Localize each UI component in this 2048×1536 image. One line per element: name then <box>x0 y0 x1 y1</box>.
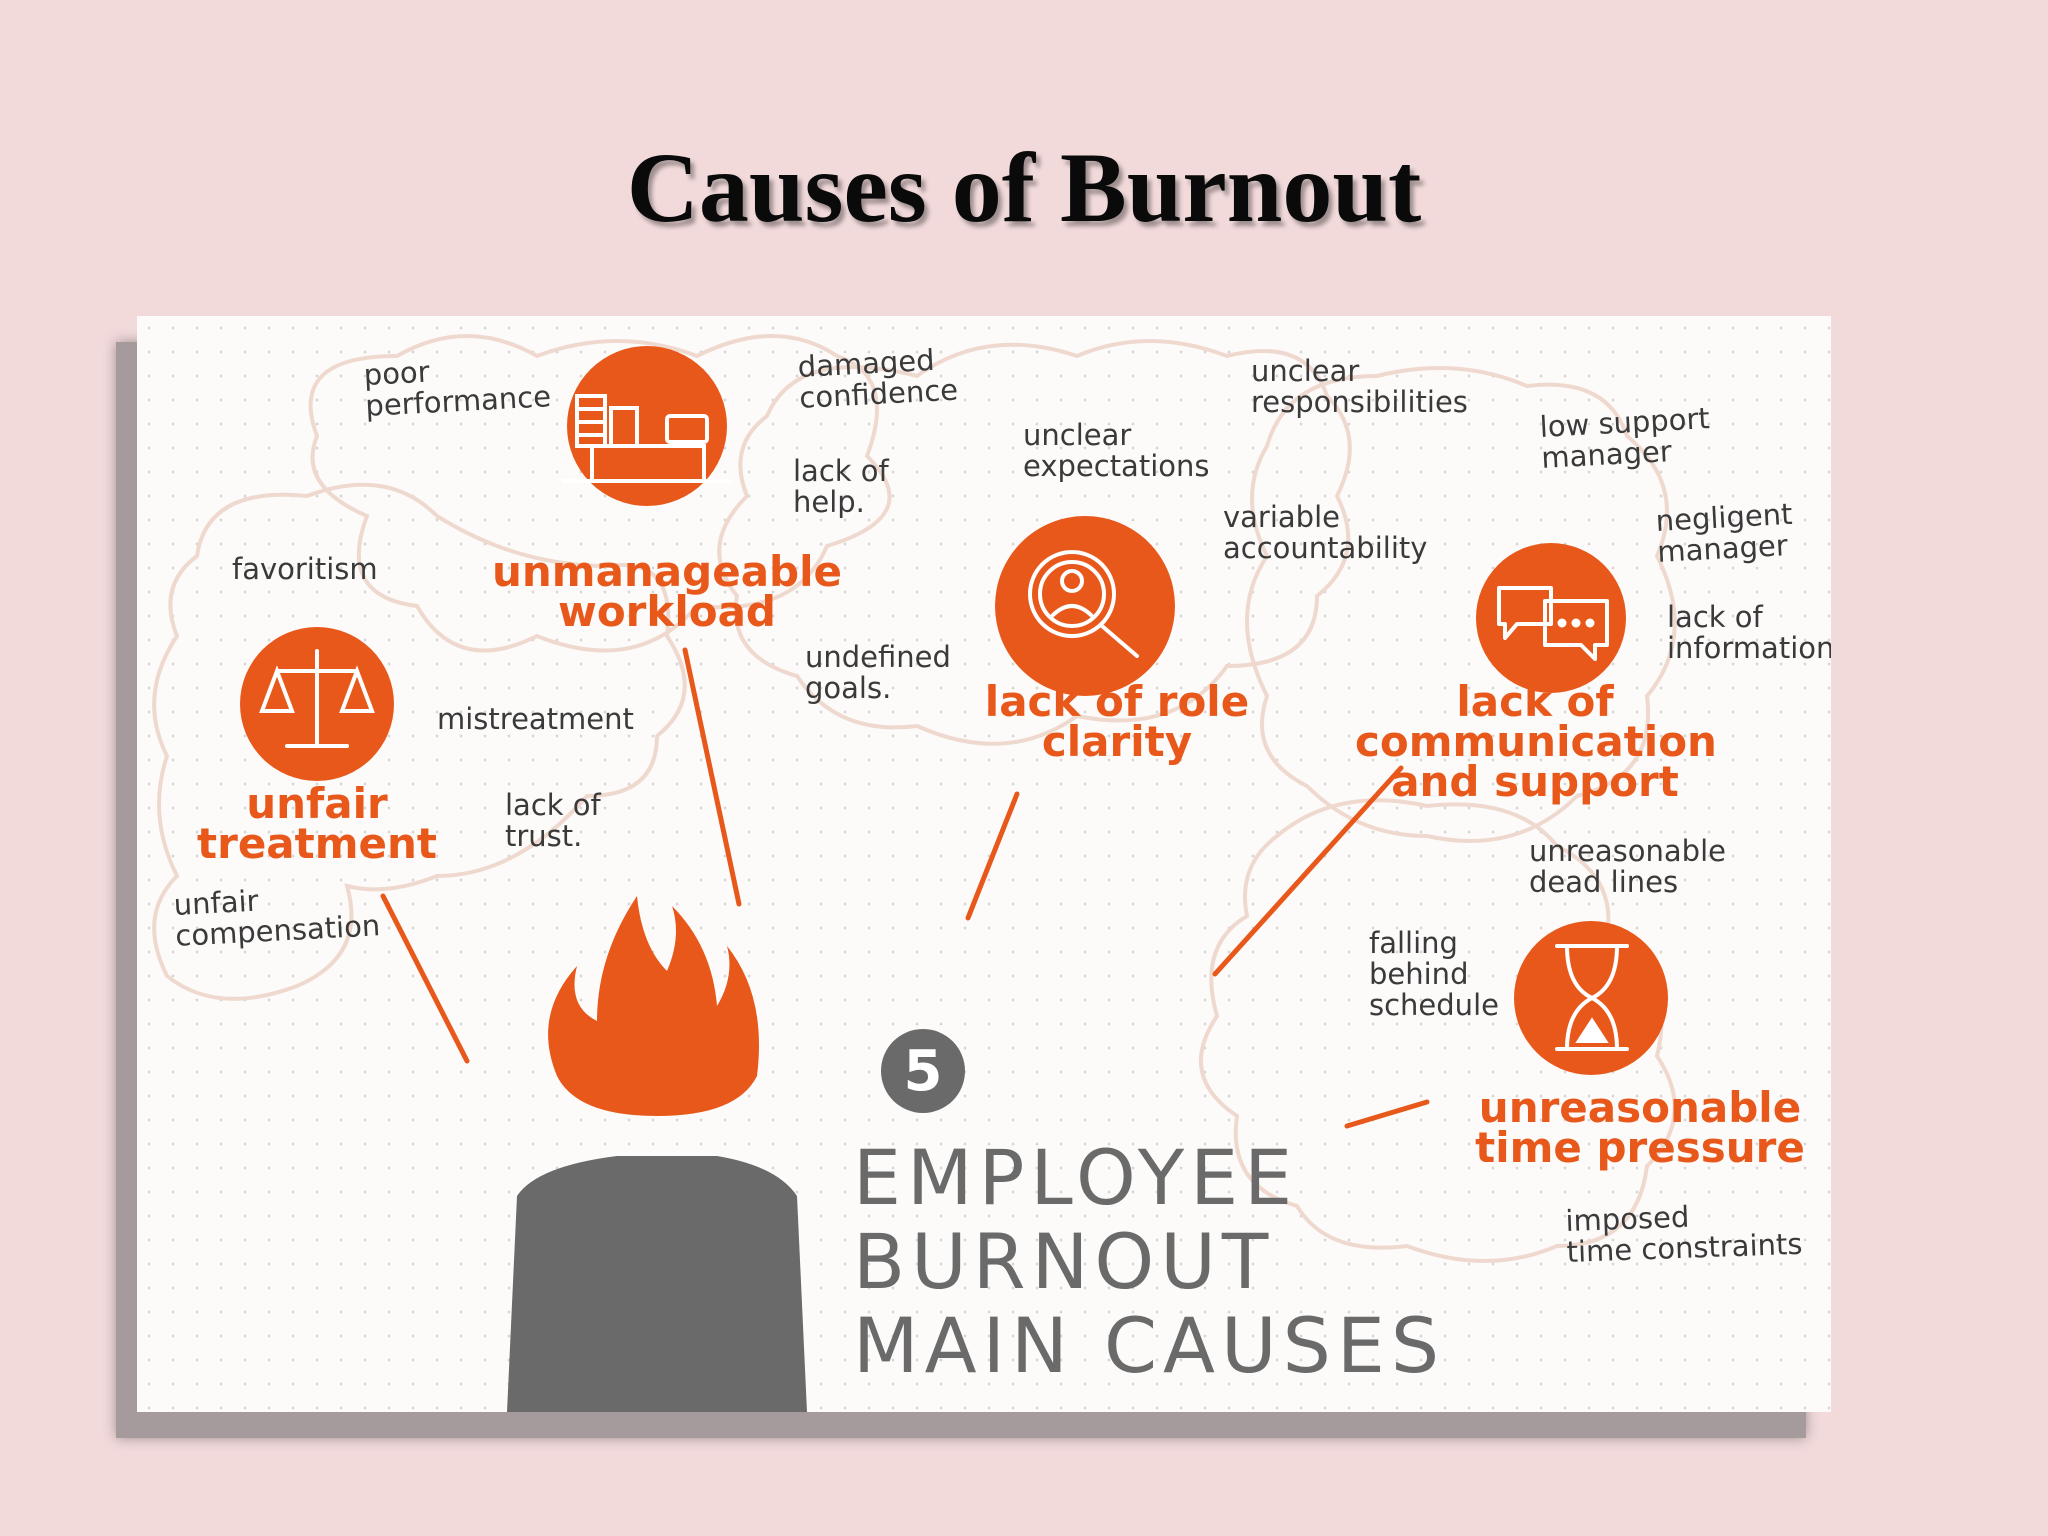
thought-cloud-time <box>1199 798 1677 1263</box>
connector-unfair <box>380 893 470 1064</box>
note-unclear-responsibilities: unclear responsibilities <box>1251 354 1468 419</box>
note-undefined-goals: undefined goals. <box>805 640 951 705</box>
note-lack-of-trust: lack of trust. <box>505 788 601 853</box>
desk-workload-icon <box>562 346 732 506</box>
connector-time <box>1344 1099 1430 1129</box>
chat-bubbles-icon <box>1476 543 1626 693</box>
slide-title: Causes of Burnout <box>626 132 1422 243</box>
cause-label-time-pressure: unreasonable time pressure <box>1475 1083 1805 1172</box>
cause-label-communication-support: lack of communication and support <box>1355 677 1717 806</box>
note-poor-performance: poor performance <box>362 354 552 423</box>
thought-cloud-role <box>717 339 1352 746</box>
connector-workload <box>682 647 742 907</box>
note-unfair-compensation: unfair compensation <box>172 883 382 953</box>
note-mistreatment: mistreatment <box>437 702 634 736</box>
note-unreasonable-deadlines: unreasonable dead lines <box>1529 834 1726 899</box>
cause-label-role-clarity: lack of role clarity <box>984 677 1250 766</box>
note-imposed-time-constraints: imposed time constraints <box>1564 1199 1803 1269</box>
note-favoritism: favoritism <box>232 552 378 586</box>
thought-cloud-communication <box>1245 366 1677 843</box>
svg-text:5: 5 <box>904 1039 943 1104</box>
flames <box>548 896 759 1116</box>
hourglass-icon <box>1514 921 1668 1075</box>
note-low-support-manager: low support manager <box>1538 401 1711 475</box>
burning-person-figure <box>507 896 807 1412</box>
center-heading: EMPLOYEE BURNOUT MAIN CAUSES <box>853 1133 1446 1390</box>
note-variable-accountability: variable accountability <box>1223 500 1428 565</box>
cause-label-workload: unmanageable workload <box>492 547 842 636</box>
burnout-diagram: 5 EMPLOYEE BURNOUT MAIN CAUSES unmanagea… <box>137 316 1831 1412</box>
thought-cloud-workload <box>308 334 892 653</box>
magnifier-person-icon <box>995 516 1175 696</box>
note-unclear-expectations: unclear expectations <box>1023 418 1210 483</box>
note-lack-of-information: lack of information <box>1667 600 1831 665</box>
diagram-drawing: 5 <box>152 334 1677 1412</box>
scales-icon <box>240 627 394 781</box>
connector-communication <box>1212 765 1404 977</box>
cause-label-unfair-treatment: unfair treatment <box>197 779 437 868</box>
note-lack-of-help: lack of help. <box>793 454 889 519</box>
thought-cloud-unfair <box>152 482 687 1001</box>
body <box>507 1156 807 1412</box>
note-falling-behind-schedule: falling behind schedule <box>1369 926 1499 1022</box>
number-five-badge: 5 <box>881 1029 965 1113</box>
connector-role <box>965 791 1020 921</box>
note-negligent-manager: negligent manager <box>1654 496 1794 569</box>
note-damaged-confidence: damaged confidence <box>796 342 959 415</box>
